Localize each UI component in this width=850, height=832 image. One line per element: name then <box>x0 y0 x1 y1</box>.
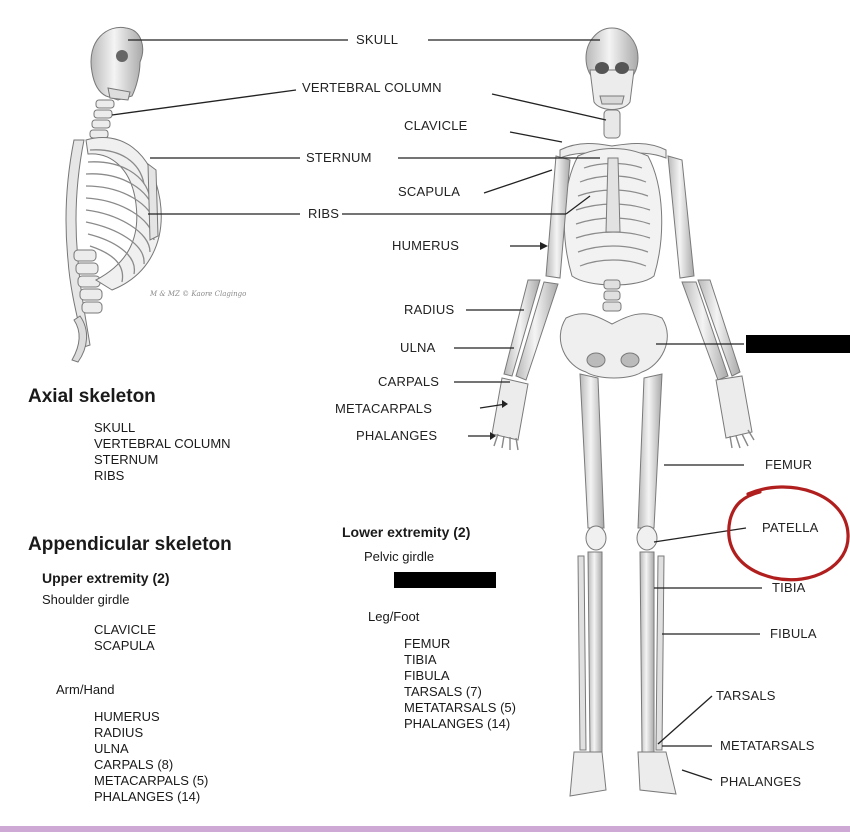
label-phalanges-hand: PHALANGES <box>356 428 438 443</box>
label-phalanges-foot: PHALANGES <box>720 774 802 789</box>
label-carpals: CARPALS <box>378 374 440 389</box>
list-item: CLAVICLE <box>94 622 156 637</box>
list-item: FEMUR <box>404 636 451 651</box>
full-skeleton-front-view <box>491 27 755 797</box>
lower-extremity-heading: Lower extremity (2) <box>342 524 471 540</box>
list-item: TARSALS (7) <box>404 684 482 699</box>
list-item: FIBULA <box>404 668 450 683</box>
label-leader-lines <box>111 39 762 781</box>
axial-skeleton-side-view <box>65 26 162 363</box>
patella-annotation-circle <box>727 485 850 582</box>
list-item: PHALANGES (14) <box>94 789 201 804</box>
label-fibula: FIBULA <box>770 626 817 641</box>
label-ulna: ULNA <box>400 340 436 355</box>
shoulder-girdle-list: CLAVICLE SCAPULA <box>94 622 156 654</box>
label-tibia: TIBIA <box>772 580 806 595</box>
label-ribs: RIBS <box>308 206 340 221</box>
label-sternum: STERNUM <box>306 150 372 165</box>
list-item: SCAPULA <box>94 638 155 653</box>
arm-hand-heading: Arm/Hand <box>56 682 115 697</box>
label-clavicle: CLAVICLE <box>404 118 468 133</box>
upper-extremity-heading: Upper extremity (2) <box>42 570 170 586</box>
leg-foot-list: FEMUR TIBIA FIBULA TARSALS (7) METATARSA… <box>404 636 516 732</box>
illustration-credit: M & MZ © Kaore Clagingo <box>150 290 247 298</box>
label-femur: FEMUR <box>765 457 813 472</box>
label-radius: RADIUS <box>404 302 455 317</box>
label-scapula: SCAPULA <box>398 184 461 199</box>
label-arrowheads <box>490 242 548 440</box>
redacted-pelvic-girdle-item <box>394 572 496 588</box>
list-item: RIBS <box>94 468 125 483</box>
redacted-label-pelvis <box>746 335 850 353</box>
pelvic-girdle-heading: Pelvic girdle <box>364 549 435 564</box>
list-item: TIBIA <box>404 652 437 667</box>
label-patella: PATELLA <box>762 520 819 535</box>
label-metacarpals: METACARPALS <box>335 401 433 416</box>
list-item: HUMERUS <box>94 709 160 724</box>
axial-skeleton-heading: Axial skeleton <box>28 386 156 407</box>
label-skull: SKULL <box>356 32 399 47</box>
axial-skeleton-list: SKULL VERTEBRAL COLUMN STERNUM RIBS <box>94 420 231 484</box>
arm-hand-list: HUMERUS RADIUS ULNA CARPALS (8) METACARP… <box>94 709 208 805</box>
shoulder-girdle-heading: Shoulder girdle <box>42 592 130 607</box>
list-item: SKULL <box>94 420 136 435</box>
label-tarsals: TARSALS <box>716 688 776 703</box>
leg-foot-heading: Leg/Foot <box>368 609 420 624</box>
label-metatarsals: METATARSALS <box>720 738 815 753</box>
list-item: METATARSALS (5) <box>404 700 516 715</box>
label-vertebral-column: VERTEBRAL COLUMN <box>302 80 442 95</box>
list-item: ULNA <box>94 741 129 756</box>
bottom-edge-bar <box>0 826 850 832</box>
list-item: RADIUS <box>94 725 144 740</box>
list-item: PHALANGES (14) <box>404 716 511 731</box>
list-item: VERTEBRAL COLUMN <box>94 436 231 451</box>
list-item: CARPALS (8) <box>94 757 174 772</box>
appendicular-skeleton-heading: Appendicular skeleton <box>28 534 232 555</box>
list-item: METACARPALS (5) <box>94 773 209 788</box>
list-item: STERNUM <box>94 452 159 467</box>
label-humerus: HUMERUS <box>392 238 460 253</box>
